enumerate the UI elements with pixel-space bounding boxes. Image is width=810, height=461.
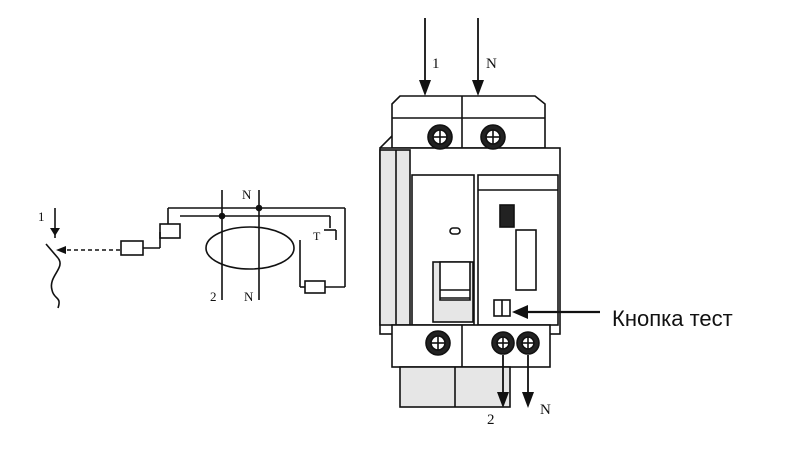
output-arrows <box>497 355 534 408</box>
schematic-neutral-bottom-label: N <box>244 289 254 304</box>
rcd-device <box>379 95 561 408</box>
rcd-schematic <box>45 190 346 309</box>
schematic-line-bottom-label: 2 <box>210 289 217 304</box>
test-button-callout: Кнопка тест <box>612 306 733 331</box>
schematic-line-top-label: 1 <box>38 209 45 224</box>
device-input-neutral-label: N <box>486 56 497 72</box>
device-output-line-label: 2 <box>487 412 495 428</box>
input-arrows <box>419 18 484 96</box>
screw-icon <box>425 330 451 356</box>
screw-icon <box>516 331 540 355</box>
schematic-neutral-top-label: N <box>242 187 252 202</box>
schematic-test-symbol-label: T <box>313 229 321 243</box>
device-output-neutral-label: N <box>540 402 551 418</box>
screw-icon <box>427 124 453 150</box>
terminal-screws <box>425 124 540 356</box>
test-button-pointer <box>512 305 600 319</box>
screw-icon <box>491 331 515 355</box>
screw-icon <box>480 124 506 150</box>
device-input-line-label: 1 <box>432 56 440 72</box>
